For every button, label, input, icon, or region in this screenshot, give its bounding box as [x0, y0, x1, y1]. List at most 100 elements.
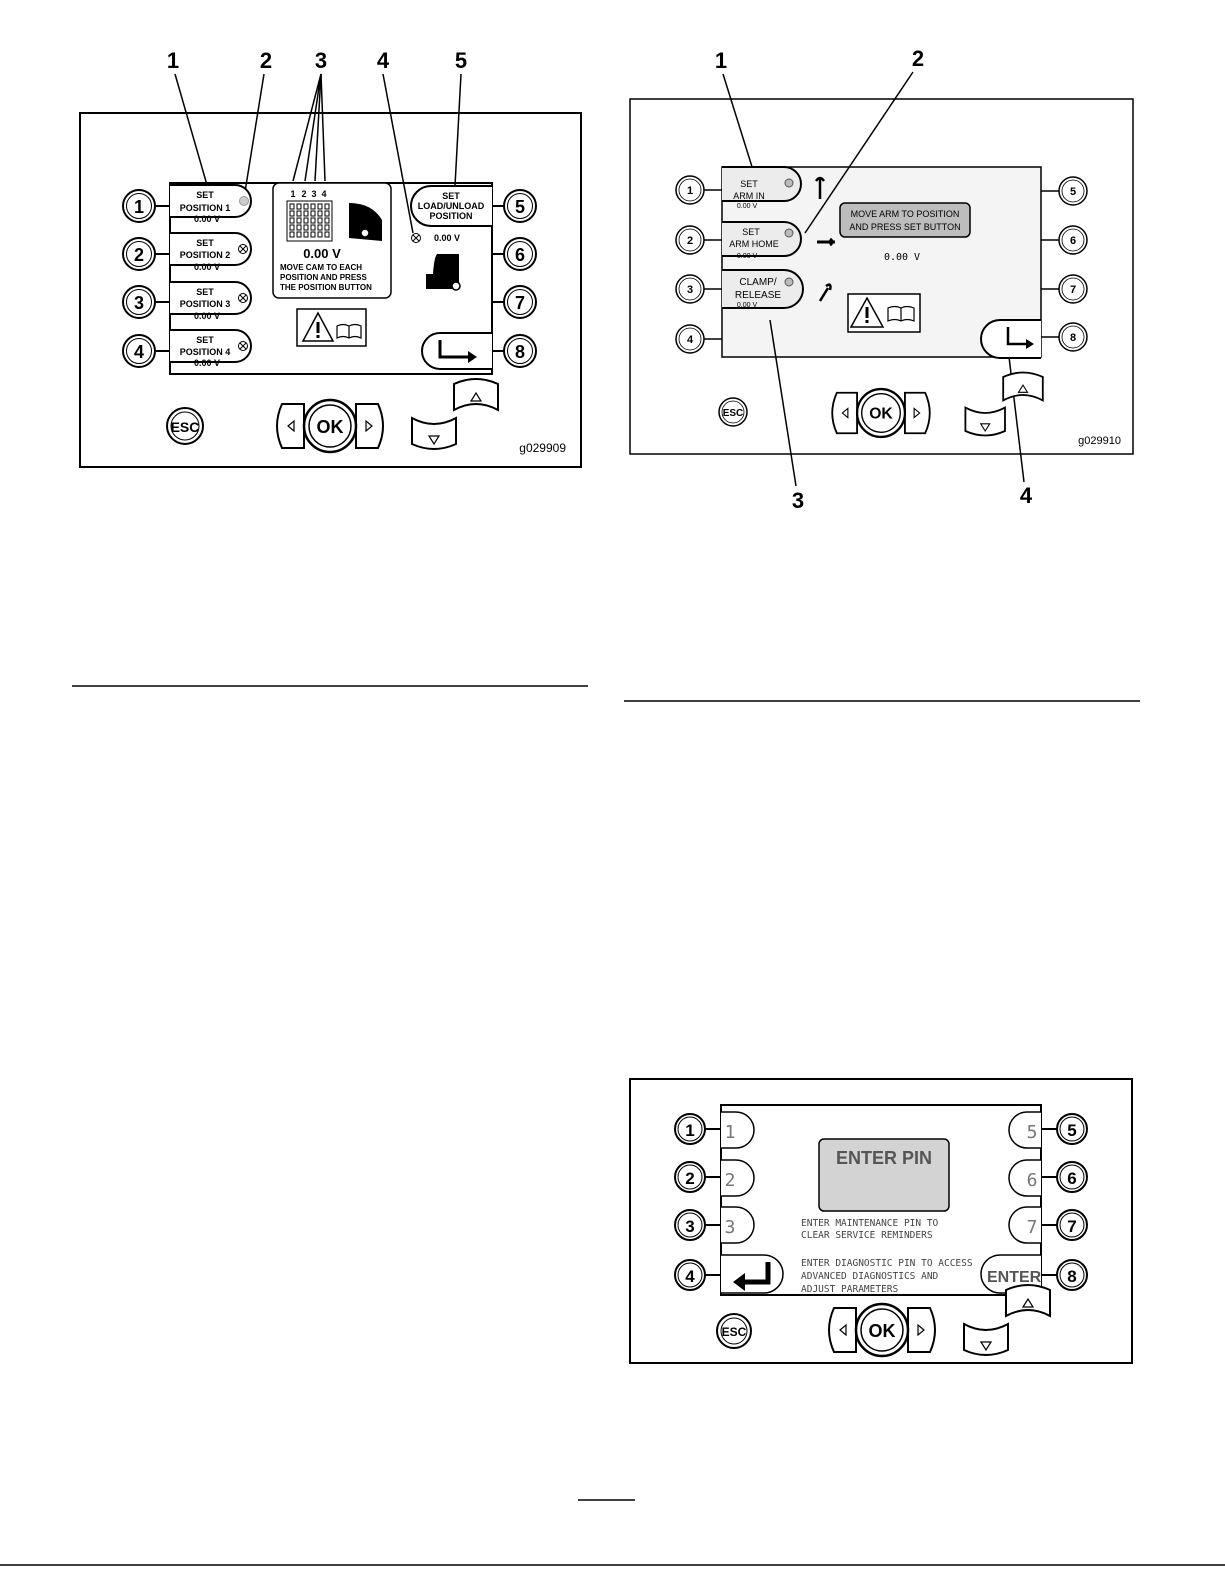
hardware-key-7[interactable]: 7 — [492, 285, 537, 319]
soft-button-3[interactable]: 3 — [721, 1206, 755, 1244]
hardware-key-5[interactable]: 5 — [492, 189, 537, 223]
hardware-key-8[interactable]: 8 — [492, 334, 537, 368]
svg-text:OK: OK — [869, 1321, 896, 1341]
enter-arrow-icon — [438, 340, 470, 359]
ok-nav-pad[interactable]: OK — [275, 398, 385, 454]
soft-button-set-load-unload[interactable]: SET LOAD/UNLOAD POSITION — [410, 185, 492, 227]
left-arrow-icon — [287, 419, 295, 433]
left-arrow-icon — [841, 407, 849, 419]
svg-text:1: 1 — [290, 189, 295, 199]
hardware-key-6[interactable]: 6 — [1041, 225, 1088, 255]
esc-key[interactable]: ESC — [166, 407, 204, 445]
callout-3: 3 — [315, 48, 327, 73]
soft-button-back[interactable] — [721, 1254, 784, 1294]
instruction-message-box: MOVE ARM TO POSITION AND PRESS SET BUTTO… — [839, 202, 971, 238]
svg-text:AND PRESS SET BUTTON: AND PRESS SET BUTTON — [849, 222, 960, 232]
left-arrow-icon — [839, 1323, 847, 1337]
hardware-key-7[interactable]: 7 — [1041, 274, 1088, 304]
enter-return-icon — [742, 1262, 771, 1285]
svg-text:4: 4 — [685, 1267, 695, 1286]
soft-button-set-position-4[interactable]: SET POSITION 4 0.00 V — [170, 329, 252, 368]
svg-text:SET: SET — [740, 179, 758, 189]
ok-nav-pad[interactable]: OK — [827, 1302, 937, 1358]
cam-load-icon — [426, 254, 461, 291]
callout-2: 2 — [912, 46, 924, 71]
status-indicator-icon — [239, 196, 249, 206]
svg-text:1: 1 — [687, 185, 693, 197]
svg-text:5: 5 — [1070, 186, 1076, 198]
svg-text:ESC: ESC — [722, 1325, 747, 1339]
svg-text:0.00 V: 0.00 V — [194, 358, 220, 368]
soft-button-clamp-release[interactable]: CLAMP/ RELEASE 0.00 V — [722, 269, 804, 309]
svg-text:3: 3 — [311, 189, 316, 199]
hardware-key-5[interactable]: 5 — [1041, 176, 1088, 206]
svg-text:1: 1 — [685, 1121, 694, 1140]
pin-entry-field[interactable]: ENTER PIN — [818, 1138, 950, 1212]
svg-text:CLEAR SERVICE REMINDERS: CLEAR SERVICE REMINDERS — [801, 1230, 933, 1241]
callout-5: 5 — [455, 48, 467, 73]
hardware-key-2[interactable]: 2 — [122, 237, 170, 271]
esc-key[interactable]: ESC — [716, 1313, 752, 1349]
hardware-key-6[interactable]: 6 — [492, 237, 537, 271]
svg-text:0.00 V: 0.00 V — [194, 214, 220, 224]
hardware-key-1[interactable]: 1 — [675, 175, 722, 205]
hardware-key-7[interactable]: 7 — [1041, 1209, 1088, 1241]
position-grid-icon — [286, 200, 333, 242]
hardware-key-6[interactable]: 6 — [1041, 1161, 1088, 1193]
cam-position-panel: 1 2 3 4 0.00 V MOVE CAM TO EACH POSITION… — [272, 182, 392, 299]
svg-text:3: 3 — [685, 1217, 694, 1236]
warning-manual-icon — [847, 293, 921, 333]
status-indicator-icon — [238, 341, 248, 351]
svg-text:5: 5 — [515, 197, 525, 217]
hardware-key-8[interactable]: 8 — [1041, 322, 1088, 352]
soft-button-enter[interactable]: ENTER — [980, 1254, 1042, 1294]
figure-g029909: 1 2 3 4 5 SET POSITION 1 0.00 V SET POSI… — [79, 48, 582, 468]
hardware-key-8[interactable]: 8 — [1041, 1259, 1088, 1291]
svg-text:7: 7 — [1067, 1217, 1076, 1236]
svg-text:OK: OK — [869, 406, 893, 423]
soft-button-next[interactable] — [421, 332, 492, 370]
hardware-key-1[interactable]: 1 — [674, 1113, 721, 1145]
svg-text:5: 5 — [1027, 1122, 1038, 1143]
hardware-key-3[interactable]: 3 — [122, 285, 170, 319]
hardware-key-2[interactable]: 2 — [675, 225, 722, 255]
svg-text:MOVE CAM TO EACH: MOVE CAM TO EACH — [280, 263, 362, 272]
svg-text:6: 6 — [1067, 1169, 1076, 1188]
callout-3: 3 — [792, 488, 804, 513]
hardware-key-1[interactable]: 1 — [122, 189, 170, 223]
esc-key[interactable]: ESC — [718, 397, 748, 427]
cam-icon — [349, 203, 382, 241]
hardware-key-3[interactable]: 3 — [675, 274, 722, 304]
soft-button-set-arm-home[interactable]: SET ARM HOME 0.00 V — [722, 221, 802, 260]
svg-text:0.00 V: 0.00 V — [737, 253, 758, 260]
soft-button-2[interactable]: 2 — [721, 1159, 755, 1197]
svg-text:3: 3 — [687, 284, 693, 296]
ok-nav-pad[interactable]: OK — [831, 387, 931, 439]
figure-g029910: 1 2 3 4 SET ARM IN 0.00 V SET ARM HOME 0… — [629, 46, 1134, 513]
soft-button-set-arm-in[interactable]: SET ARM IN 0.00 V — [722, 166, 802, 210]
hardware-key-4[interactable]: 4 — [674, 1259, 721, 1291]
svg-text:7: 7 — [1070, 284, 1076, 296]
warning-manual-icon — [296, 308, 367, 347]
hardware-key-4[interactable]: 4 — [675, 324, 722, 354]
hardware-key-5[interactable]: 5 — [1041, 1113, 1088, 1145]
svg-text:ESC: ESC — [723, 408, 744, 419]
hardware-key-2[interactable]: 2 — [674, 1161, 721, 1193]
status-indicator-icon — [784, 277, 794, 287]
hardware-key-3[interactable]: 3 — [674, 1209, 721, 1241]
hardware-key-4[interactable]: 4 — [122, 334, 170, 368]
status-indicator-icon — [784, 178, 794, 188]
soft-button-7[interactable]: 7 — [1008, 1206, 1041, 1244]
soft-button-next[interactable] — [980, 319, 1041, 359]
svg-text:ARM IN: ARM IN — [733, 191, 765, 201]
soft-button-set-position-3[interactable]: SET POSITION 3 0.00 V — [170, 281, 252, 321]
svg-text:ESC: ESC — [171, 419, 200, 435]
soft-button-1[interactable]: 1 — [721, 1111, 755, 1149]
svg-text:MOVE ARM TO POSITION: MOVE ARM TO POSITION — [851, 209, 960, 219]
svg-text:0.00 V: 0.00 V — [737, 302, 758, 309]
soft-button-set-position-1[interactable]: SET POSITION 1 0.00 V — [170, 184, 252, 224]
svg-text:7: 7 — [1027, 1217, 1038, 1238]
soft-button-6[interactable]: 6 — [1008, 1159, 1041, 1197]
soft-button-set-position-2[interactable]: SET POSITION 2 0.00 V — [170, 232, 252, 272]
soft-button-5[interactable]: 5 — [1008, 1111, 1041, 1149]
